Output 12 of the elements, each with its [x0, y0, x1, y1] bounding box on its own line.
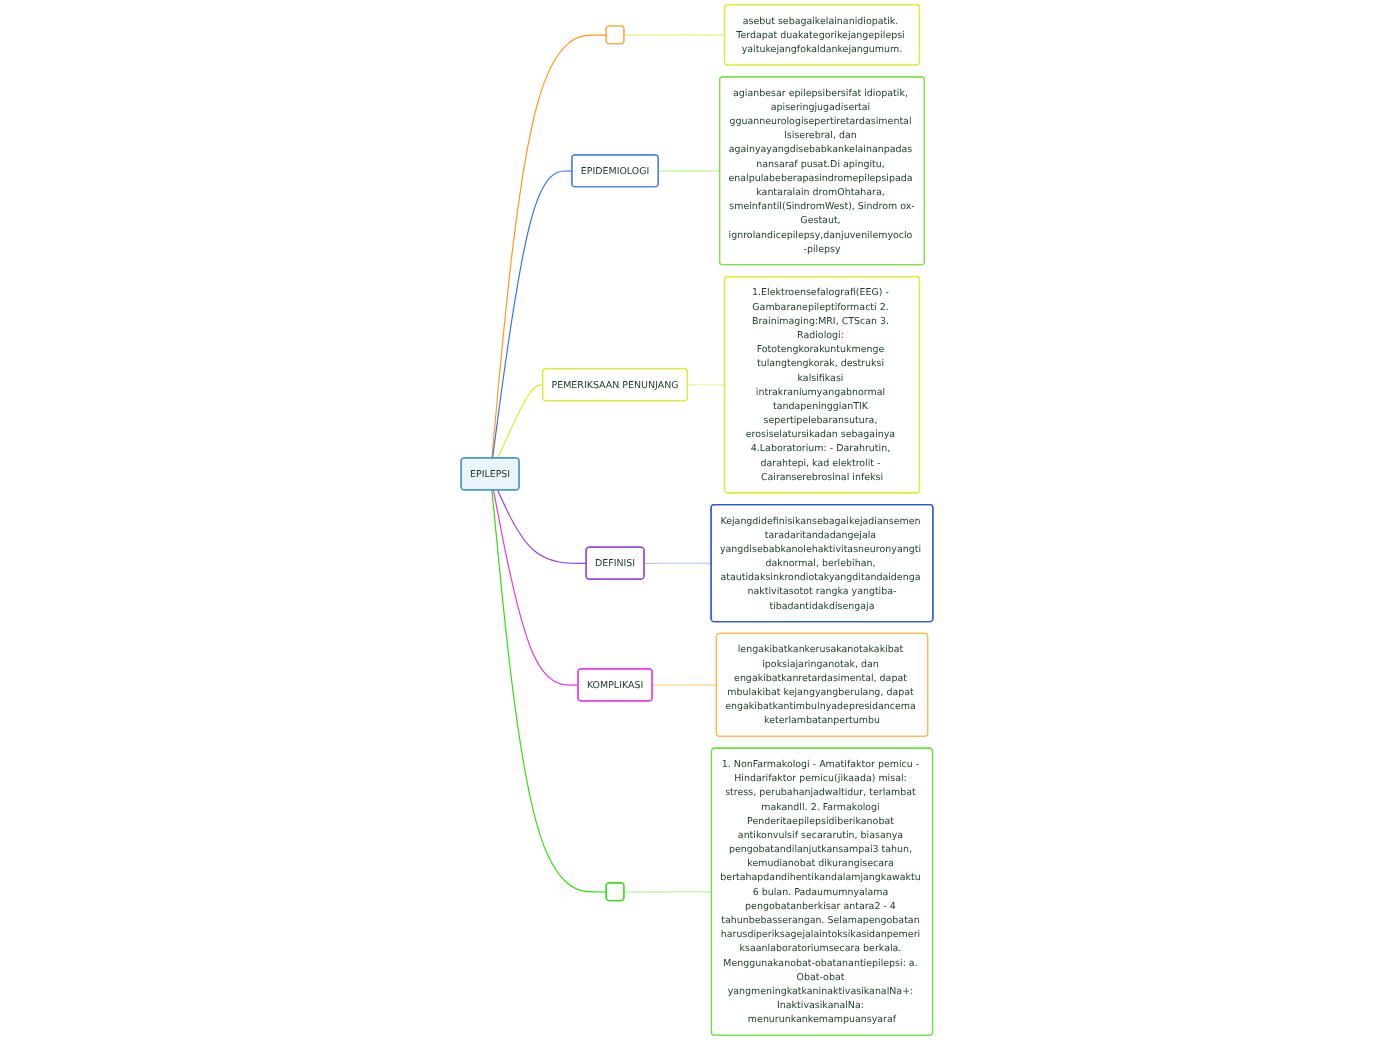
- connector: [643, 562, 712, 564]
- connector: [491, 170, 573, 459]
- connector: [623, 891, 713, 893]
- connector: [651, 684, 718, 686]
- connector: [492, 489, 579, 686]
- connector: [657, 170, 721, 172]
- connector: [687, 384, 726, 386]
- connector: [491, 34, 608, 459]
- connector: [491, 489, 608, 893]
- connector: [497, 489, 587, 564]
- connector: [497, 384, 544, 459]
- connector: [623, 34, 726, 36]
